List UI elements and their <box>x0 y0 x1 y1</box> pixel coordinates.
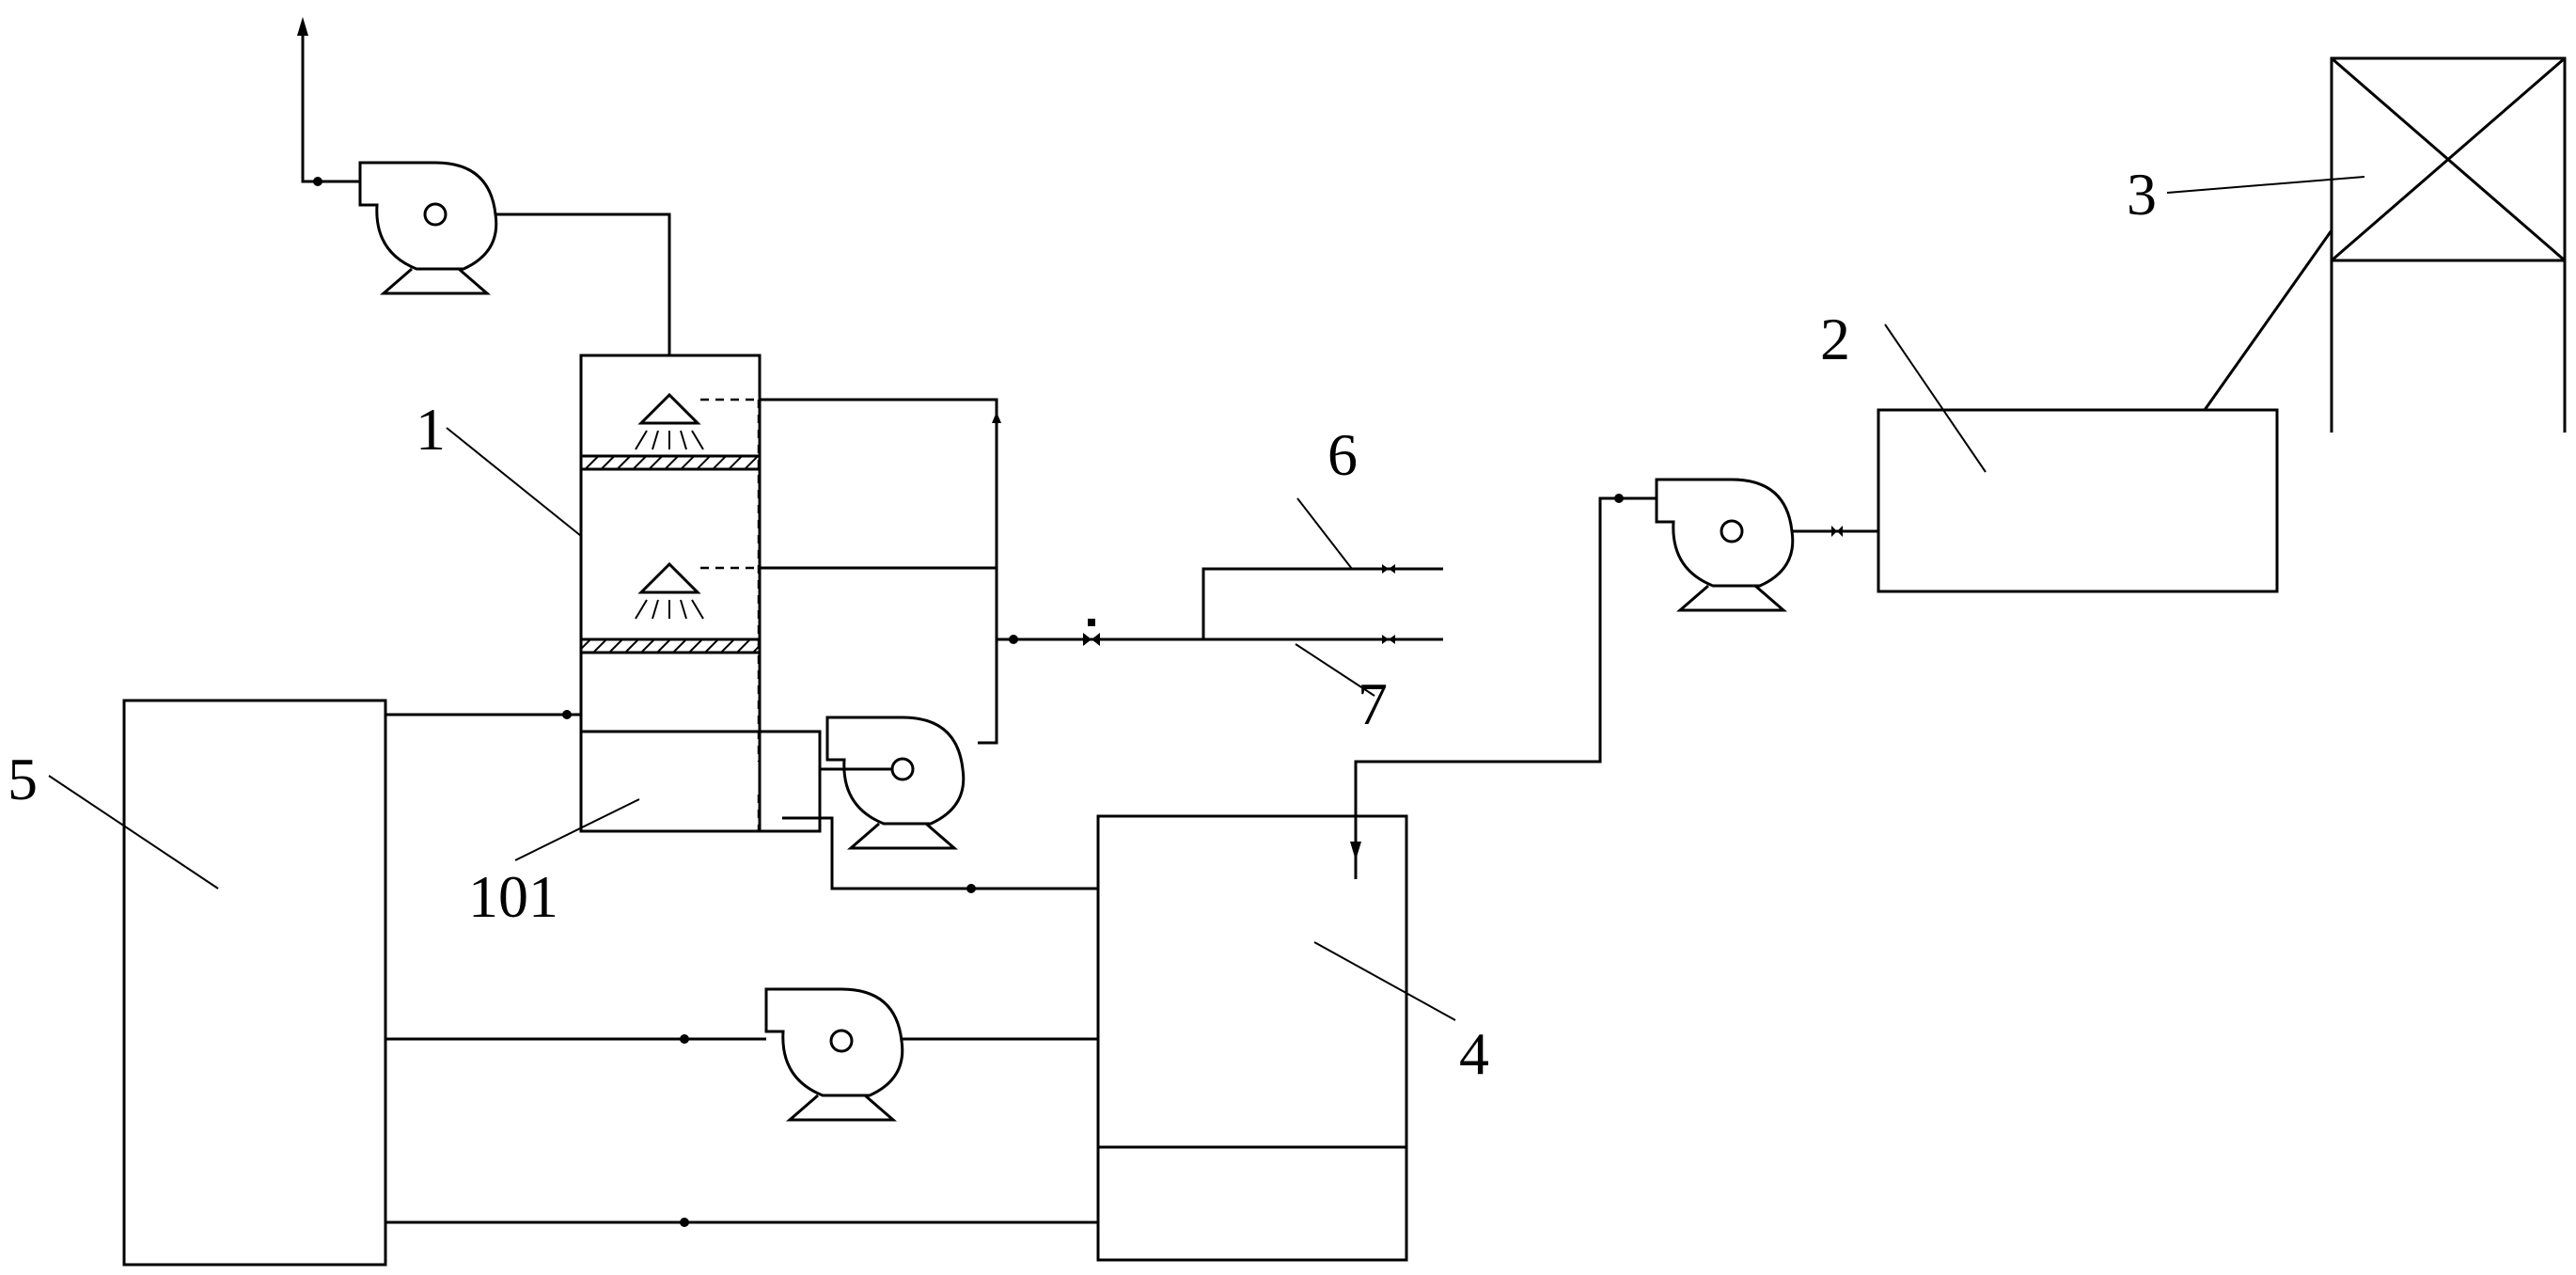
valve-icon <box>1382 635 1395 644</box>
label-tank-5: 5 <box>8 746 38 812</box>
label-outlet-7: 7 <box>1358 670 1388 737</box>
exhaust-fan-icon <box>358 161 498 295</box>
packing-layer-lower <box>579 638 762 654</box>
arrow-icon <box>297 17 308 36</box>
packing-layer-upper <box>579 454 762 471</box>
absorption-tower <box>579 354 822 833</box>
transfer-pump-icon <box>764 987 904 1122</box>
unit-3 <box>2330 56 2567 433</box>
overflow-line <box>782 816 1098 890</box>
circulation-pump-icon <box>825 716 966 850</box>
tank-4 <box>1096 814 1408 1262</box>
label-settling-zone: 101 <box>468 863 558 930</box>
label-absorption-tower: 1 <box>416 396 446 463</box>
valve-icon <box>1083 619 1100 646</box>
label-outlet-6: 6 <box>1327 421 1358 488</box>
leader-lines <box>48 176 2365 1021</box>
spray-circulation-lines <box>760 398 1443 745</box>
tank-5 <box>122 699 387 1267</box>
label-unit-2: 2 <box>1820 306 1850 372</box>
valve-icon <box>1831 526 1843 537</box>
spray-nozzle-icon <box>634 562 705 621</box>
label-tank-4: 4 <box>1459 1020 1489 1087</box>
feed-line-to-4 <box>1354 496 1657 879</box>
connector-2-3 <box>2203 229 2333 411</box>
valve-icon <box>1382 564 1395 574</box>
transfer-fan-icon <box>1655 478 1795 612</box>
unit-2 <box>1877 408 2279 593</box>
exhaust-system <box>297 17 671 355</box>
arrow-icon <box>992 412 1001 423</box>
arrow-icon <box>1350 842 1361 860</box>
spray-nozzle-icon <box>634 393 705 451</box>
label-unit-3: 3 <box>2127 161 2157 228</box>
